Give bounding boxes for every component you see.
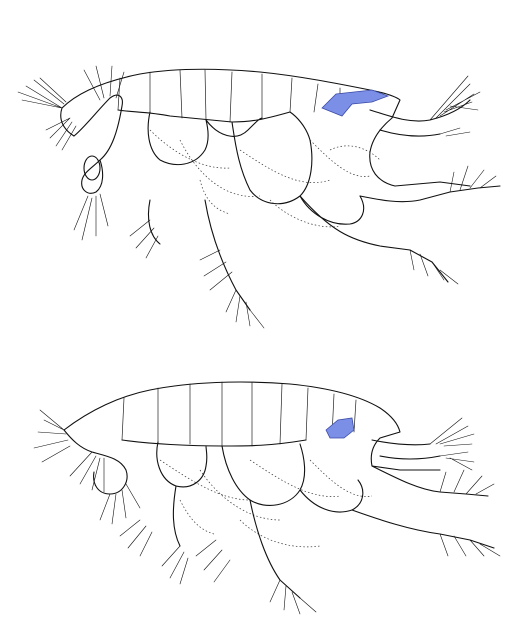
upper-eye (83, 155, 101, 181)
upper-antennae-setae (17, 65, 125, 241)
upper-tail-setae (429, 75, 481, 137)
upper-segment-lines (117, 69, 341, 123)
upper-body-outline (60, 68, 471, 187)
lower-head (63, 429, 128, 495)
upper-amphipod-drawing (17, 65, 501, 329)
lower-amphipod-drawing (33, 381, 501, 615)
upper-coxal-plates (117, 109, 365, 225)
upper-internal-dotted-lines (149, 129, 381, 228)
lower-tail-setae (429, 417, 475, 471)
lower-antennae-setae (33, 409, 141, 525)
lower-segment-lines (121, 381, 357, 447)
lower-highlighted-plate (325, 417, 355, 439)
upper-pereopods (129, 165, 501, 329)
lower-pereopods (119, 465, 501, 615)
lower-internal-dotted-lines (159, 459, 373, 548)
lower-coxal-plates (121, 439, 364, 513)
upper-head (73, 94, 123, 194)
lower-urosome (371, 439, 441, 460)
upper-highlighted-plate (321, 89, 390, 117)
